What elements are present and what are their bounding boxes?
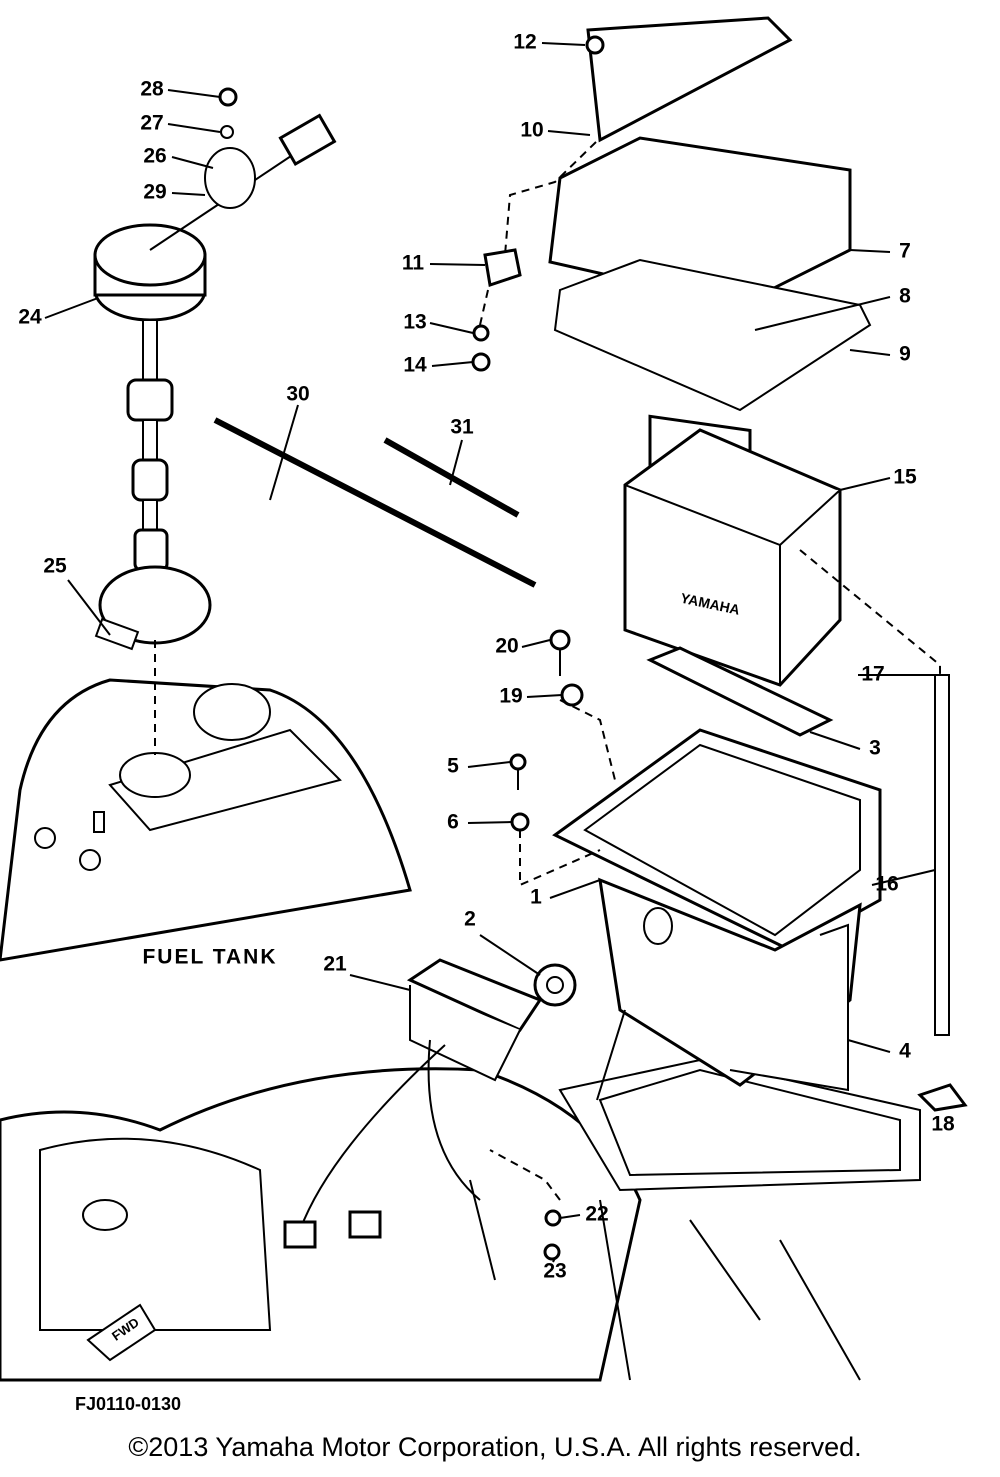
part-label-9: 9 xyxy=(899,343,911,366)
part-label-17: 17 xyxy=(861,663,884,686)
part-label-8: 8 xyxy=(899,285,911,308)
battery-cover-drawing xyxy=(483,16,872,483)
part-label-27: 27 xyxy=(140,112,163,135)
part-label-16: 16 xyxy=(875,873,898,896)
part-label-11: 11 xyxy=(402,252,425,275)
part-label-30: 30 xyxy=(286,383,309,406)
part-label-6: 6 xyxy=(447,811,459,834)
hull-drawing: FWD xyxy=(0,1058,921,1382)
fwd-arrow-icon xyxy=(86,1303,157,1362)
battery-drawing: YAMAHA xyxy=(623,428,842,737)
battery-box-drawing xyxy=(406,674,968,1112)
part-label-23: 23 xyxy=(543,1260,566,1283)
fuel-tank-label: FUEL TANK xyxy=(142,946,277,969)
part-label-21: 21 xyxy=(323,953,347,976)
part-label-12: 12 xyxy=(513,31,536,54)
part-label-13: 13 xyxy=(403,311,426,334)
part-label-22: 22 xyxy=(585,1203,608,1226)
part-label-20: 20 xyxy=(495,635,518,658)
part-label-29: 29 xyxy=(143,181,166,204)
leader-lines xyxy=(44,42,941,1263)
diagram-code: FJ0110-0130 xyxy=(75,1394,181,1414)
part-label-10: 10 xyxy=(520,119,543,142)
part-label-19: 19 xyxy=(499,685,522,708)
part-label-14: 14 xyxy=(403,354,427,377)
copyright-notice: ©2013 Yamaha Motor Corporation, U.S.A. A… xyxy=(128,1432,862,1462)
part-label-1: 1 xyxy=(530,886,542,909)
part-label-2: 2 xyxy=(464,908,476,931)
part-label-25: 25 xyxy=(43,555,67,578)
part-label-15: 15 xyxy=(893,466,917,489)
part-label-3: 3 xyxy=(869,737,881,760)
part-label-28: 28 xyxy=(140,78,164,101)
part-label-5: 5 xyxy=(447,755,459,778)
fuel-tank-drawing xyxy=(0,678,412,962)
fuel-sender-drawing xyxy=(93,113,337,651)
cable-tie-30 xyxy=(213,417,537,588)
part-label-26: 26 xyxy=(143,145,166,168)
part-label-24: 24 xyxy=(18,306,42,329)
part-label-31: 31 xyxy=(450,416,474,439)
part-label-4: 4 xyxy=(899,1040,911,1063)
part-label-18: 18 xyxy=(931,1113,955,1136)
hardware-drawing xyxy=(218,35,605,1281)
part-label-7: 7 xyxy=(899,240,911,263)
